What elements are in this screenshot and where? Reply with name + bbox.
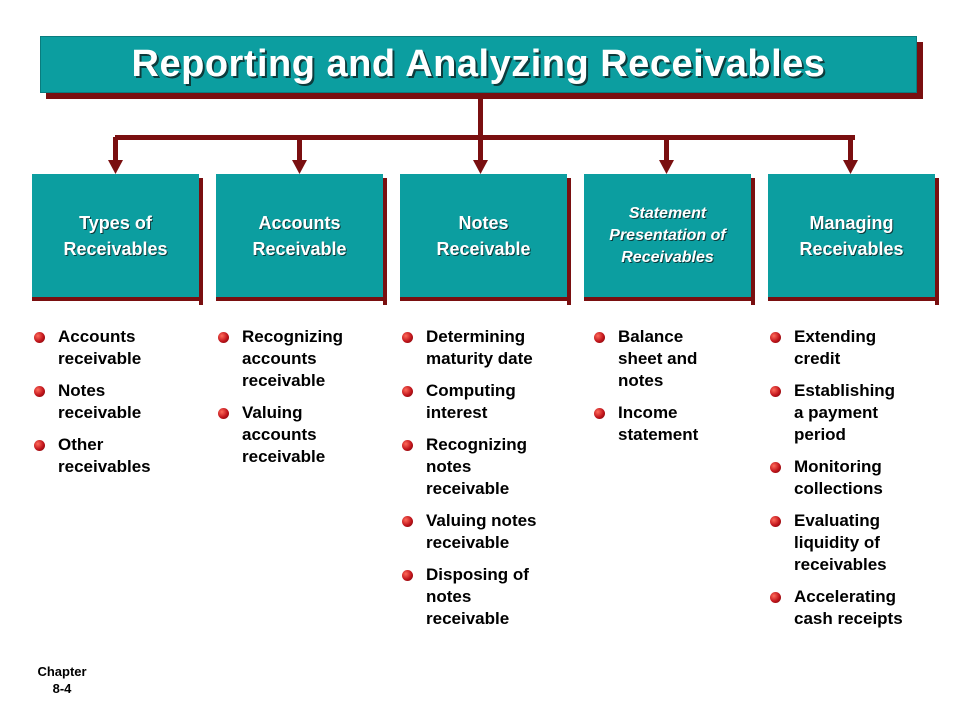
arrowhead-1: [108, 160, 123, 174]
arrowhead-5: [843, 160, 858, 174]
arrowhead-2: [292, 160, 307, 174]
arrowhead-3: [473, 160, 488, 174]
bullet-icon: [770, 592, 781, 603]
page-title: Reporting and Analyzing Receivables: [131, 43, 826, 85]
list-item: Accelerating cash receipts: [768, 586, 948, 630]
category-managing-receivables: Managing Receivables: [768, 174, 939, 305]
category-notes-receivable: Notes Receivable: [400, 174, 571, 305]
bullet-icon: [402, 440, 413, 451]
list-item: Accounts receivable: [32, 326, 207, 370]
category-accounts-receivable: Accounts Receivable: [216, 174, 387, 305]
connector-drop-2: [297, 137, 302, 164]
list-item: Computing interest: [400, 380, 580, 424]
page-number: 8-4: [52, 681, 72, 696]
list-item: Monitoring collections: [768, 456, 948, 500]
list-item: Determining maturity date: [400, 326, 580, 370]
bullet-icon: [218, 408, 229, 419]
category-types-of-receivables: Types of Receivables: [32, 174, 203, 305]
bullet-icon: [34, 440, 45, 451]
bullet-icon: [34, 332, 45, 343]
bullet-icon: [402, 516, 413, 527]
list-item: Valuing accounts receivable: [216, 402, 391, 468]
list-item: Establishing a payment period: [768, 380, 948, 446]
list-item: Evaluating liquidity of receivables: [768, 510, 948, 576]
list-item: Recognizing notes receivable: [400, 434, 580, 500]
list-item: Income statement: [592, 402, 762, 446]
bullet-list-types: Accounts receivable Notes receivable Oth…: [32, 326, 207, 488]
arrowhead-4: [659, 160, 674, 174]
bullet-icon: [594, 332, 605, 343]
title-banner: Reporting and Analyzing Receivables: [40, 36, 917, 93]
connector-drop-5: [848, 137, 853, 164]
bullet-icon: [34, 386, 45, 397]
list-item: Other receivables: [32, 434, 207, 478]
bullet-icon: [402, 332, 413, 343]
chapter-label: Chapter: [37, 664, 87, 679]
list-item: Notes receivable: [32, 380, 207, 424]
bullet-icon: [594, 408, 605, 419]
connector-drop-4: [664, 137, 669, 164]
bullet-list-notes: Determining maturity date Computing inte…: [400, 326, 580, 640]
list-item: Extending credit: [768, 326, 948, 370]
connector-bar: [115, 135, 855, 140]
connector-trunk: [478, 99, 483, 139]
bullet-icon: [402, 570, 413, 581]
list-item: Balance sheet and notes: [592, 326, 762, 392]
chapter-footer: Chapter 8-4: [32, 663, 92, 697]
list-item: Disposing of notes receivable: [400, 564, 580, 630]
bullet-list-statement: Balance sheet and notes Income statement: [592, 326, 762, 456]
bullet-icon: [770, 386, 781, 397]
bullet-icon: [770, 516, 781, 527]
bullet-icon: [402, 386, 413, 397]
category-label: Accounts Receivable: [252, 212, 347, 259]
bullet-icon: [770, 332, 781, 343]
bullet-list-managing: Extending credit Establishing a payment …: [768, 326, 948, 640]
category-label: Notes Receivable: [436, 212, 531, 259]
category-label: Managing Receivables: [799, 212, 904, 259]
bullet-icon: [770, 462, 781, 473]
list-item: Recognizing accounts receivable: [216, 326, 391, 392]
connector-drop-1: [113, 137, 118, 164]
category-statement-presentation: Statement Presentation of Receivables: [584, 174, 755, 305]
category-label: Statement Presentation of Receivables: [609, 204, 726, 266]
category-label: Types of Receivables: [63, 212, 168, 259]
bullet-list-accounts: Recognizing accounts receivable Valuing …: [216, 326, 391, 478]
connector-drop-3: [478, 137, 483, 164]
bullet-icon: [218, 332, 229, 343]
list-item: Valuing notes receivable: [400, 510, 580, 554]
